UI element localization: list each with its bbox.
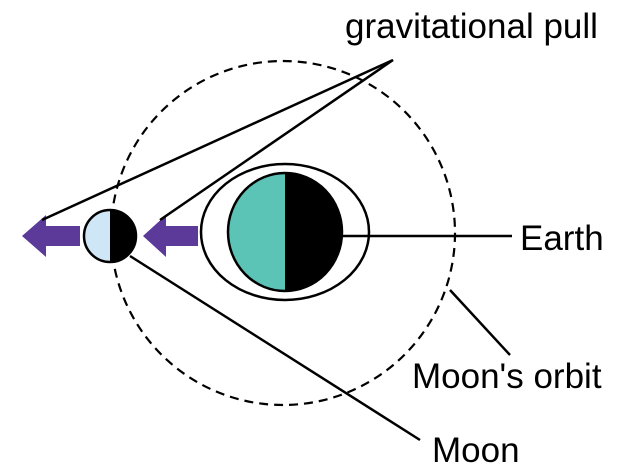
gravitational-pull-leader-line-right [159, 58, 394, 222]
gravitational-pull-label: gravitational pull [345, 7, 598, 46]
moons-orbit-label: Moon's orbit [412, 357, 602, 396]
moon-dark-half [110, 210, 136, 262]
earth-outline [226, 171, 344, 293]
moon-outline [82, 208, 138, 264]
earth-dark-half [285, 173, 342, 291]
earth-label: Earth [520, 219, 604, 258]
moon-orbit-leader-line [449, 289, 511, 356]
left-pull-arrow-icon [22, 215, 80, 257]
moon-label: Moon [432, 431, 520, 470]
earth-lit-half [228, 173, 285, 291]
moon-leader-line [129, 254, 421, 442]
moon-lit-half [84, 210, 110, 262]
moon-icon [82, 208, 138, 264]
gravitational-pull-leader-line-left [41, 58, 394, 222]
right-pull-arrow-icon [143, 215, 198, 257]
earth-ellipse-outline [199, 162, 371, 302]
earth-icon [226, 171, 344, 293]
